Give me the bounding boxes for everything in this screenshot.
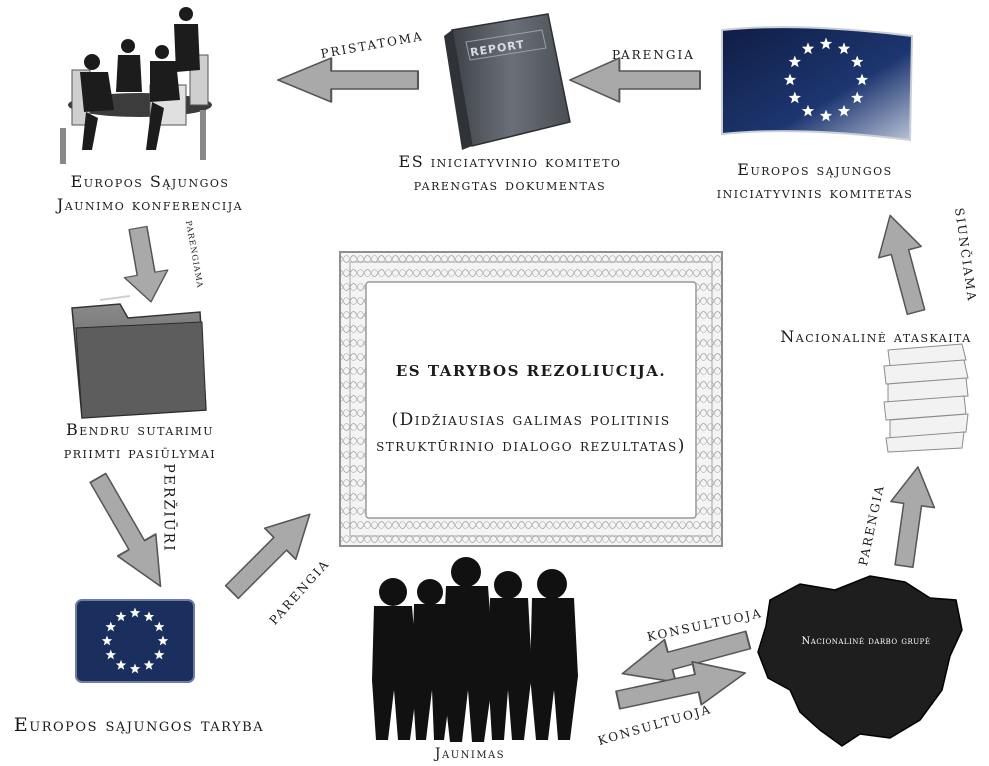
star-icon [157,635,169,646]
star-icon [143,659,155,670]
arrow-pristatoma [276,56,420,104]
label-initiative-committee: Europos sąjungos iniciatyvinis komitetas [700,158,930,204]
meeting-people-icon [60,7,212,164]
eu-council-flag-icon [75,599,195,683]
star-icon [115,659,127,670]
arrow-label-perziuri: PERŽIŪRI [160,463,177,553]
label-proposals-line2: priimti pasiūlymai [63,443,217,463]
star-icon [855,73,869,86]
star-icon [837,42,851,55]
label-report-line1: ES iniciatyvinio komiteto [398,152,622,171]
label-council: Europos sąjungos taryba [13,714,265,736]
label-initiative-committee-line2: iniciatyvinis komitetas [716,183,914,203]
label-proposals: Bendru sutarimu priimti pasiūlymai [30,418,250,464]
label-initiative-committee-line1: Europos sąjungos [737,160,893,179]
label-report-line2: parengtas dokumentas [413,175,607,195]
arrow-parengia-right [881,463,941,570]
center-subtitle-line2: struktūrinio dialogo rezultatas) [376,435,686,456]
center-subtitle-line1: (Didžiausias galimas politinis [391,410,671,430]
arrow-parengia-top [569,57,701,103]
label-working-group: Nacionalinė darbo grupė [801,636,931,647]
paper-stack-icon [883,343,969,453]
label-youth-conference-line1: Europos Sąjungos [70,172,230,191]
people-silhouettes-icon [372,557,578,742]
star-icon [819,37,833,50]
arrow-siunciama [868,208,939,319]
center-text-block: ES TARYBOS REZOLIUCIJA. (Didžiausias gal… [366,282,696,518]
star-icon [851,55,864,68]
label-report: ES iniciatyvinio komiteto parengtas doku… [380,150,640,196]
star-icon [801,104,815,117]
star-icon [115,611,127,622]
star-icon [851,91,864,104]
center-frame [339,251,723,547]
star-icon [801,42,815,55]
arrow-parengiama [115,223,174,307]
arrow-label-parengia-top: PARENGIA [612,48,695,62]
lithuania-map-icon [757,575,963,747]
star-icon [819,109,833,122]
report-book-icon [444,13,571,150]
star-icon [101,635,113,646]
star-icon [129,607,141,618]
star-icon [154,621,165,632]
label-youth-conference-line2: Jaunimo konferencija [56,195,244,215]
label-youth-conference: Europos Sąjungos Jaunimo konferencija [40,170,260,216]
star-icon [783,73,797,86]
label-youth: Jaunimas [434,746,506,762]
star-icon [788,91,801,104]
label-national-report: Nacionalinė ataskaita [780,327,972,346]
star-icon [129,663,141,674]
star-icon [143,611,155,622]
star-icon [154,649,165,660]
folder-icon [71,295,207,419]
star-icon [788,55,801,68]
star-icon [837,104,851,117]
star-icon [105,649,116,660]
center-title: ES TARYBOS REZOLIUCIJA. [395,362,667,380]
label-proposals-line1: Bendru sutarimu [65,420,215,439]
eu-flag-icon [721,26,914,142]
star-icon [105,621,116,632]
